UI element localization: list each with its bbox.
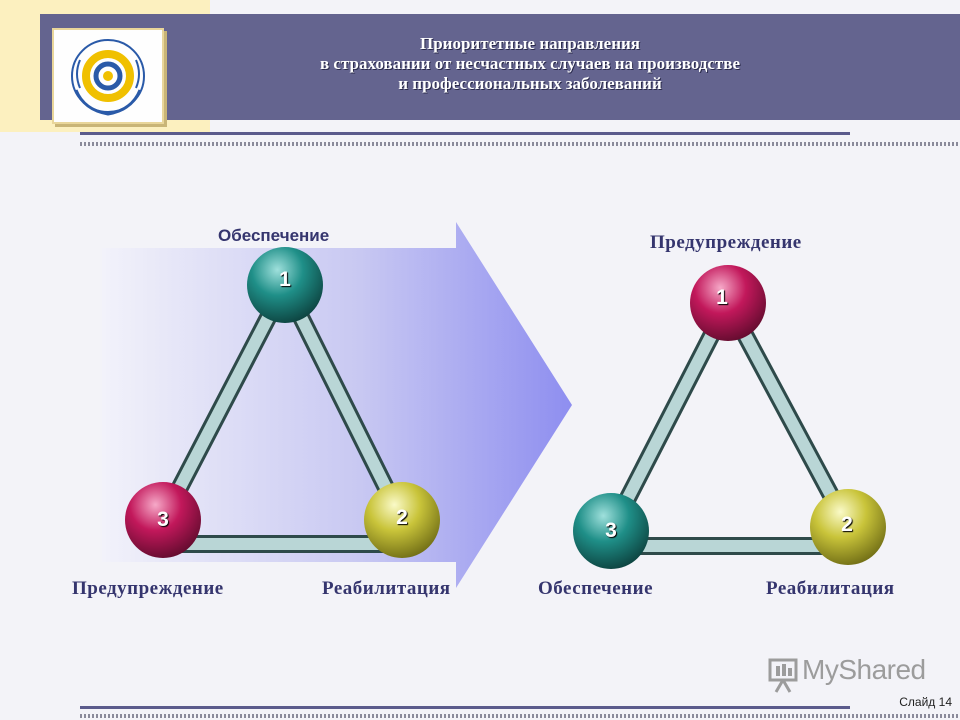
right-node-1-ball — [690, 265, 766, 341]
slide-number: Слайд 14 — [899, 695, 952, 709]
right-node-3-ball — [573, 493, 649, 569]
bottom-dotted-line — [80, 714, 960, 718]
left-node-1-ball — [247, 247, 323, 323]
left-node-3-number: 3 — [157, 508, 169, 531]
right-node-2-number: 2 — [841, 513, 853, 536]
myshared-watermark: MyShared — [768, 654, 928, 694]
title-line-1: Приоритетные направления — [420, 34, 640, 53]
left-node-2-label: Реабилитация — [322, 578, 451, 599]
left-node-3-ball — [125, 482, 201, 558]
title-line-2: в страховании от несчастных случаев на п… — [319, 54, 741, 73]
presentation-board-icon — [768, 658, 798, 693]
right-node-3-label: Обеспечение — [538, 578, 654, 599]
left-node-3-label: Предупреждение — [72, 578, 224, 599]
left-node-1-number: 1 — [279, 268, 291, 291]
left-triangle-rods — [154, 276, 411, 553]
page-title: Приоритетные направления в страховании о… — [180, 34, 880, 94]
top-rule — [80, 132, 850, 135]
bottom-rule — [80, 706, 850, 709]
slide-number-value: 14 — [938, 695, 952, 709]
watermark-text: MyShared — [802, 654, 926, 685]
left-node-2-number: 2 — [396, 506, 408, 529]
right-node-2-label: Реабилитация — [766, 578, 895, 599]
right-node-2-ball — [810, 489, 886, 565]
slide-label: Слайд — [899, 695, 936, 709]
fss-logo — [52, 28, 164, 124]
right-node-1-number: 1 — [716, 286, 728, 309]
left-node-2-ball — [364, 482, 440, 558]
right-triangle-rods — [602, 294, 857, 555]
right-node-3-number: 3 — [605, 519, 617, 542]
right-node-1-label: Предупреждение — [650, 232, 802, 253]
title-line-3: и профессиональных заболеваний — [398, 74, 662, 93]
left-node-1-label: Обеспечение — [218, 226, 330, 245]
header-banner: Приоритетные направления в страховании о… — [40, 14, 960, 124]
top-dotted-line — [80, 142, 960, 146]
